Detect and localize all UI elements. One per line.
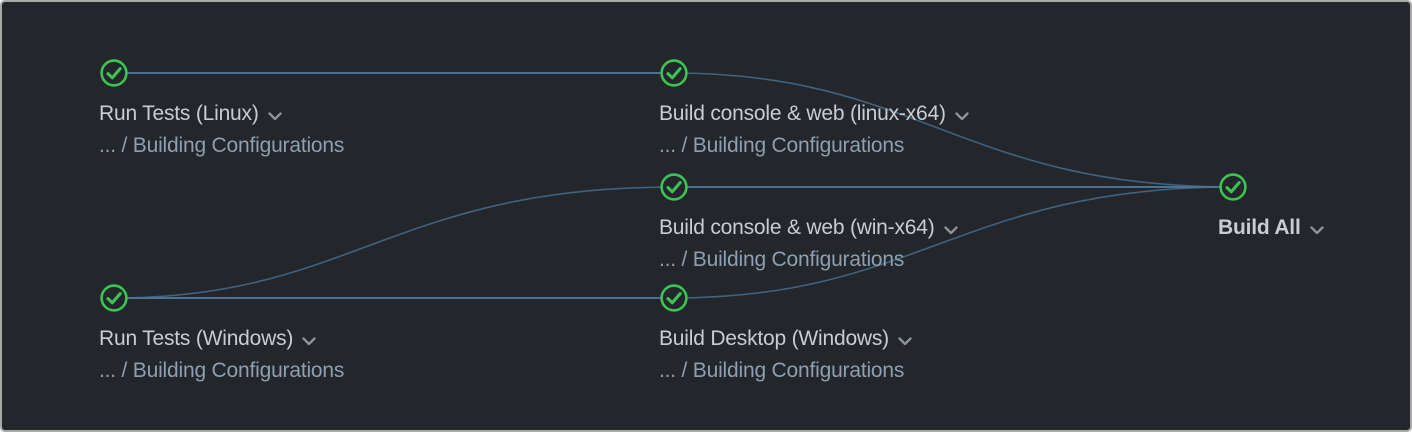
chevron-down-icon xyxy=(955,111,969,120)
job-title-label: Run Tests (Windows) xyxy=(99,327,294,350)
job-title-build-desktop-windows[interactable]: Build Desktop (Windows) xyxy=(659,326,912,352)
job-node-build-all: Build All xyxy=(1218,172,1324,241)
job-title-run-tests-windows[interactable]: Run Tests (Windows) xyxy=(99,326,344,352)
job-node-build-desktop-windows: Build Desktop (Windows) ... / Building C… xyxy=(659,283,912,384)
job-title-build-all[interactable]: Build All xyxy=(1218,215,1324,241)
job-workflow-link[interactable]: ... / Building Configurations xyxy=(99,359,345,382)
chevron-down-icon xyxy=(1309,225,1324,234)
chevron-down-icon xyxy=(302,336,316,345)
job-node-build-console-web-win-x64: Build console & web (win-x64) ... / Buil… xyxy=(659,172,958,273)
job-title-run-tests-linux[interactable]: Run Tests (Linux) xyxy=(99,101,344,127)
job-node-run-tests-windows: Run Tests (Windows) ... / Building Confi… xyxy=(99,283,344,384)
job-title-label: Build All xyxy=(1218,216,1301,239)
job-workflow-link[interactable]: ... / Building Configurations xyxy=(659,248,905,271)
chevron-down-icon xyxy=(267,111,282,120)
job-title-label: Run Tests (Linux) xyxy=(99,102,259,125)
job-node-build-console-web-linux-x64: Build console & web (linux-x64) ... / Bu… xyxy=(659,58,969,159)
chevron-down-icon xyxy=(943,225,958,234)
edge-build-desktop-windows-to-build-all xyxy=(673,186,1234,299)
edge-build-console-web-linux-x64-to-build-all xyxy=(673,72,1234,188)
check-circle-icon xyxy=(660,59,688,87)
check-circle-icon xyxy=(100,284,128,312)
edge-run-tests-windows-to-build-console-web-win-x64 xyxy=(113,186,675,299)
job-workflow-link[interactable]: ... / Building Configurations xyxy=(99,134,345,157)
job-title-build-console-web-win-x64[interactable]: Build console & web (win-x64) xyxy=(659,215,958,241)
check-circle-icon xyxy=(660,284,688,312)
check-circle-icon xyxy=(660,173,688,201)
job-title-label: Build console & web (linux-x64) xyxy=(659,102,946,125)
job-workflow-link[interactable]: ... / Building Configurations xyxy=(659,359,905,382)
job-node-run-tests-linux: Run Tests (Linux) ... / Building Configu… xyxy=(99,58,344,159)
check-circle-icon xyxy=(100,59,128,87)
job-title-label: Build Desktop (Windows) xyxy=(659,327,889,350)
job-title-label: Build console & web (win-x64) xyxy=(659,216,935,239)
chevron-down-icon xyxy=(898,336,912,345)
check-circle-icon xyxy=(1219,173,1247,201)
job-workflow-link[interactable]: ... / Building Configurations xyxy=(659,134,905,157)
job-title-build-console-web-linux-x64[interactable]: Build console & web (linux-x64) xyxy=(659,101,969,127)
